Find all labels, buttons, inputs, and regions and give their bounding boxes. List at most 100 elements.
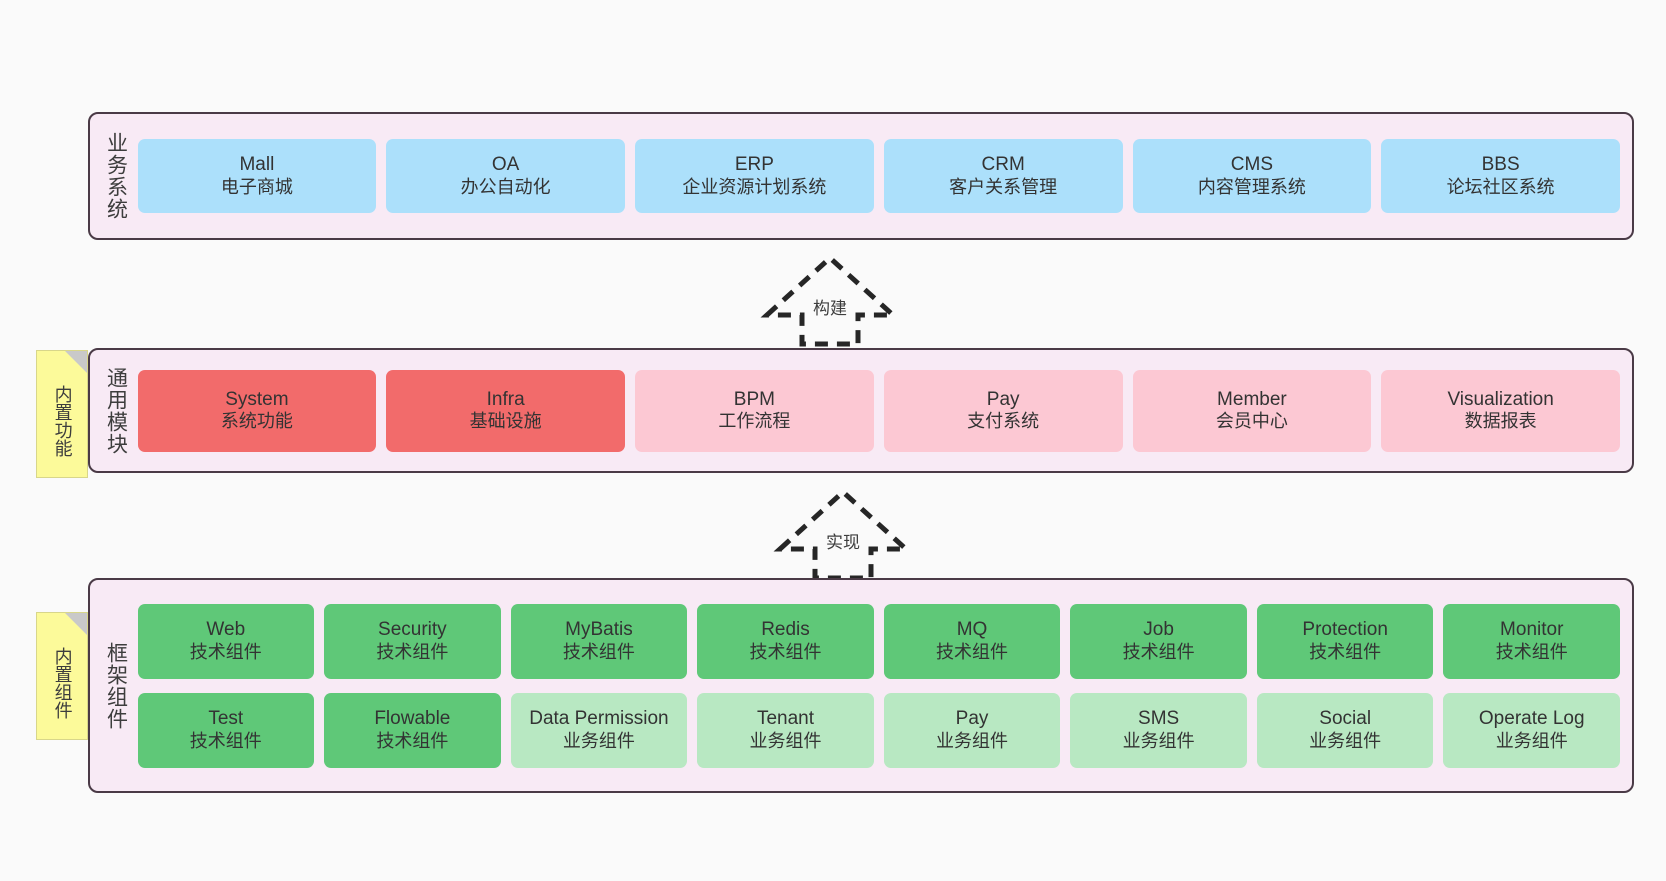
card-title-cn: 支付系统 — [967, 411, 1040, 432]
layer-title-business: 业务系统 — [104, 132, 128, 220]
card-title-en: Visualization — [1447, 388, 1554, 410]
arrow-build: 构建 — [755, 252, 905, 347]
card-pay-biz[interactable]: Pay 业务组件 — [883, 692, 1061, 768]
card-title-en: Web — [206, 619, 246, 641]
card-title-cn: 技术组件 — [562, 641, 635, 662]
card-title-en: Security — [378, 619, 447, 641]
card-cms[interactable]: CMS 内容管理系统 — [1132, 139, 1372, 213]
card-title-cn: 工作流程 — [718, 411, 791, 432]
card-title-en: Operate Log — [1478, 708, 1585, 730]
card-title-cn: 论坛社区系统 — [1446, 176, 1555, 197]
card-flowable[interactable]: Flowable 技术组件 — [324, 692, 501, 768]
folded-corner-icon — [65, 351, 87, 373]
card-title-cn: 技术组件 — [749, 641, 822, 662]
card-test[interactable]: Test 技术组件 — [137, 692, 315, 768]
card-system[interactable]: System 系统功能 — [137, 369, 377, 452]
card-title-cn: 业务组件 — [749, 730, 822, 751]
sticky-note-text: 内置功能 — [52, 385, 73, 457]
card-tenant[interactable]: Tenant 业务组件 — [697, 692, 874, 768]
card-redis[interactable]: Redis 技术组件 — [697, 603, 874, 679]
arrow-outline — [773, 488, 913, 581]
card-title-cn: 客户关系管理 — [949, 176, 1058, 197]
layer-framework-components: 框架组件 Web 技术组件 Security 技术组件 MyBatis 技术组件… — [88, 578, 1634, 793]
arrow-label-implement: 实现 — [826, 533, 860, 552]
layer-business-systems: 业务系统 Mall 电子商城 OA 办公自动化 ERP 企业资源计划系统 CRM… — [88, 112, 1634, 240]
layer-title-common: 通用模块 — [104, 366, 128, 455]
card-protection[interactable]: Protection 技术组件 — [1256, 603, 1434, 679]
card-mq[interactable]: MQ 技术组件 — [883, 603, 1061, 679]
card-erp[interactable]: ERP 企业资源计划系统 — [635, 139, 874, 213]
card-title-en: Member — [1217, 388, 1287, 410]
folded-corner-icon — [65, 613, 87, 635]
card-title-cn: 技术组件 — [189, 730, 262, 751]
card-web[interactable]: Web 技术组件 — [137, 603, 315, 679]
card-title-cn: 系统功能 — [220, 411, 293, 432]
card-title-en: Protection — [1302, 619, 1388, 641]
card-title-en: ERP — [734, 154, 774, 176]
card-title-cn: 业务组件 — [1495, 730, 1568, 751]
card-title-cn: 业务组件 — [1122, 730, 1195, 751]
card-title-cn: 业务组件 — [562, 730, 635, 751]
arrow-label-build: 构建 — [813, 299, 847, 318]
card-member[interactable]: Member 会员中心 — [1132, 369, 1372, 452]
card-title-en: Redis — [761, 619, 810, 641]
card-title-en: Data Permission — [529, 708, 669, 730]
card-title-cn: 技术组件 — [1309, 641, 1382, 662]
card-title-en: CRM — [981, 154, 1025, 176]
card-title-cn: 技术组件 — [189, 641, 262, 662]
card-visualization[interactable]: Visualization 数据报表 — [1381, 369, 1621, 452]
card-title-cn: 基础设施 — [469, 411, 542, 432]
card-oa[interactable]: OA 办公自动化 — [386, 139, 626, 213]
card-crm[interactable]: CRM 客户关系管理 — [883, 139, 1123, 213]
card-title-en: Infra — [486, 388, 525, 410]
card-title-en: Job — [1143, 619, 1174, 641]
card-mall[interactable]: Mall 电子商城 — [137, 139, 377, 213]
card-title-cn: 技术组件 — [376, 730, 449, 751]
card-monitor[interactable]: Monitor 技术组件 — [1443, 603, 1621, 679]
card-title-en: MyBatis — [565, 619, 633, 641]
card-title-en: SMS — [1138, 708, 1180, 730]
card-title-cn: 会员中心 — [1215, 411, 1288, 432]
common-card-grid: System 系统功能 Infra 基础设施 BPM 工作流程 Pay 支付系统… — [137, 369, 1632, 452]
card-title-cn: 业务组件 — [1309, 730, 1382, 751]
card-title-en: Mall — [239, 154, 275, 176]
card-title-en: Test — [208, 708, 244, 730]
card-title-cn: 技术组件 — [936, 641, 1009, 662]
arrow-outline — [760, 254, 900, 347]
card-data-permission[interactable]: Data Permission 业务组件 — [510, 692, 688, 768]
card-title-cn: 技术组件 — [1495, 641, 1568, 662]
card-title-cn: 数据报表 — [1464, 411, 1537, 432]
card-title-en: Pay — [986, 388, 1020, 410]
card-title-cn: 办公自动化 — [460, 176, 551, 197]
card-title-cn: 业务组件 — [936, 730, 1009, 751]
arrow-implement: 实现 — [768, 486, 918, 581]
card-title-cn: 电子商城 — [220, 176, 293, 197]
sticky-note-builtin-components: 内置组件 — [36, 612, 88, 740]
card-security[interactable]: Security 技术组件 — [324, 603, 501, 679]
framework-row-tech: Web 技术组件 Security 技术组件 MyBatis 技术组件 Redi… — [137, 603, 1621, 679]
sticky-note-builtin-features: 内置功能 — [36, 350, 88, 478]
card-sms[interactable]: SMS 业务组件 — [1070, 692, 1247, 768]
card-title-en: Pay — [955, 708, 989, 730]
card-title-en: BPM — [733, 388, 775, 410]
card-job[interactable]: Job 技术组件 — [1070, 603, 1247, 679]
sticky-note-text: 内置组件 — [52, 647, 73, 719]
card-mybatis[interactable]: MyBatis 技术组件 — [510, 603, 688, 679]
card-title-en: OA — [491, 154, 520, 176]
card-pay[interactable]: Pay 支付系统 — [883, 369, 1123, 452]
framework-card-grid: Web 技术组件 Security 技术组件 MyBatis 技术组件 Redi… — [137, 580, 1632, 791]
card-social[interactable]: Social 业务组件 — [1256, 692, 1434, 768]
card-title-cn: 技术组件 — [1122, 641, 1195, 662]
card-title-cn: 内容管理系统 — [1197, 176, 1306, 197]
card-title-en: Tenant — [756, 708, 814, 730]
card-title-en: Flowable — [374, 708, 451, 730]
layer-title-framework: 框架组件 — [104, 641, 128, 730]
card-operate-log[interactable]: Operate Log 业务组件 — [1443, 692, 1621, 768]
card-infra[interactable]: Infra 基础设施 — [386, 369, 626, 452]
card-bbs[interactable]: BBS 论坛社区系统 — [1381, 139, 1621, 213]
layer-common-modules: 通用模块 System 系统功能 Infra 基础设施 BPM 工作流程 Pay… — [88, 348, 1634, 473]
card-bpm[interactable]: BPM 工作流程 — [635, 369, 874, 452]
card-title-en: MQ — [956, 619, 988, 641]
card-title-cn: 技术组件 — [376, 641, 449, 662]
card-title-en: Monitor — [1500, 619, 1564, 641]
